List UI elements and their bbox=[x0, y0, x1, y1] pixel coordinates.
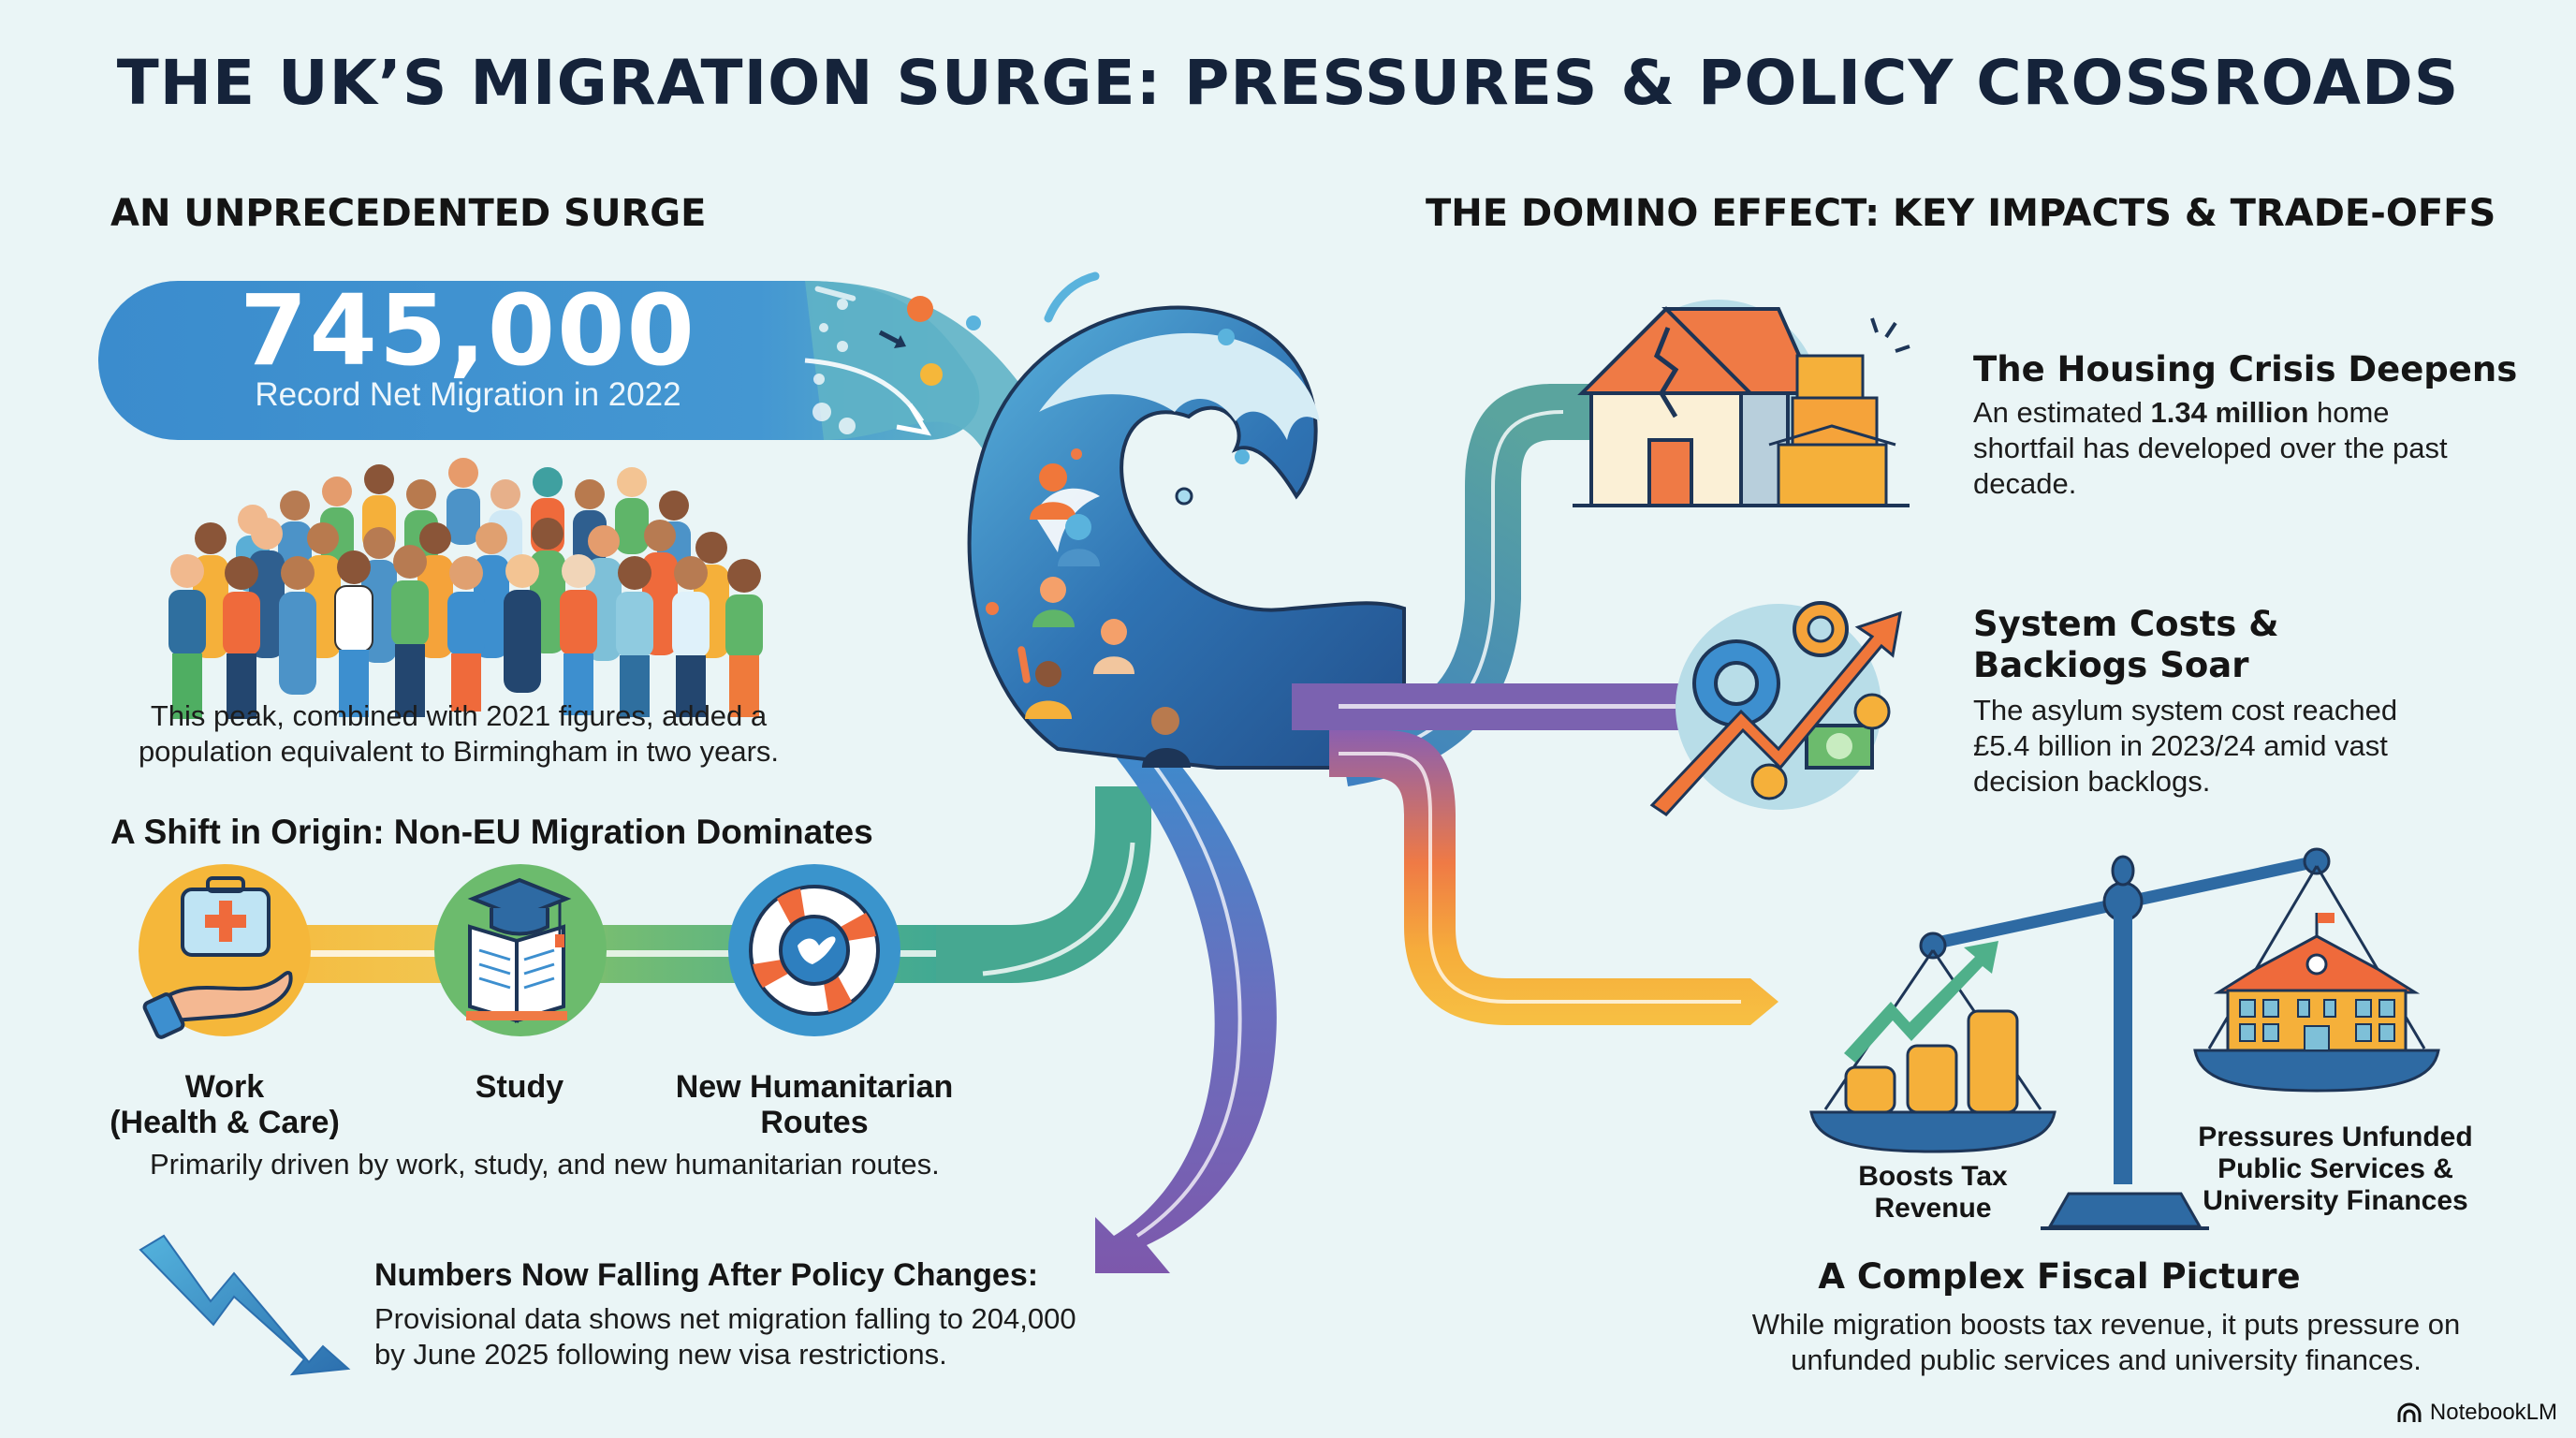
hero-caption: Record Net Migration in 2022 bbox=[255, 376, 681, 413]
route-label-line: Study bbox=[475, 1069, 564, 1105]
route-label-line: New Humanitarian bbox=[675, 1069, 954, 1105]
impact-costs-text: The asylum system cost reached £5.4 bill… bbox=[1973, 694, 2398, 798]
motion-dots bbox=[812, 286, 856, 434]
brand-watermark: NotebookLM bbox=[2396, 1400, 2557, 1426]
falling-text: Provisional data shows net migration fal… bbox=[374, 1302, 1076, 1371]
route-label-study: Study bbox=[412, 1069, 627, 1105]
flow-to-housing bbox=[1339, 384, 1610, 786]
highlight-figure: 1.34 million bbox=[2150, 396, 2309, 429]
balance-scale-icon bbox=[1809, 847, 2440, 1230]
scale-right-label: Pressures Unfunded Public Services & Uni… bbox=[2181, 1122, 2490, 1217]
section-heading-domino: THE DOMINO EFFECT: KEY IMPACTS & TRADE-O… bbox=[1426, 192, 2496, 235]
origin-heading: A Shift in Origin: Non-EU Migration Domi… bbox=[110, 813, 873, 851]
route-label-line: (Health & Care) bbox=[110, 1105, 340, 1140]
title-line: System Costs & bbox=[1973, 604, 2279, 644]
humanitarian-icon bbox=[728, 864, 900, 1036]
label-line: Public Services & bbox=[2217, 1153, 2453, 1184]
route-label-work: Work (Health & Care) bbox=[94, 1069, 356, 1140]
route-label-humanitarian: New Humanitarian Routes bbox=[646, 1069, 983, 1140]
route-label-line: Work bbox=[184, 1069, 265, 1105]
page-title: THE UK’S MIGRATION SURGE: PRESSURES & PO… bbox=[116, 47, 2460, 119]
impact-housing-text: An estimated 1.34 million home shortfail… bbox=[1973, 395, 2497, 502]
brand-name: NotebookLM bbox=[2429, 1400, 2557, 1425]
label-line: University Finances bbox=[2203, 1185, 2468, 1216]
hero-number: 745,000 bbox=[240, 273, 696, 388]
migration-wave-illustration bbox=[966, 271, 1406, 770]
impact-costs-title: System Costs & Backiogs Soar bbox=[1973, 604, 2278, 686]
label-line: Revenue bbox=[1874, 1193, 1992, 1224]
route-label-line: Routes bbox=[760, 1105, 869, 1140]
title-line: Backiogs Soar bbox=[1973, 645, 2249, 685]
flow-to-falling bbox=[1095, 730, 1277, 1273]
flow-to-fiscal bbox=[1329, 730, 1778, 1025]
flow-to-costs bbox=[1292, 683, 1685, 730]
text-part: home shortfail has developed over the pa… bbox=[1973, 396, 2448, 500]
gears-rising-cost-icon bbox=[1649, 601, 1902, 816]
origin-caption: Primarily driven by work, study, and new… bbox=[150, 1148, 940, 1181]
scale-left-label: Boosts Tax Revenue bbox=[1816, 1161, 2050, 1225]
text-part: An estimated bbox=[1973, 396, 2151, 429]
crowd-caption: This peak, combined with 2021 figures, a… bbox=[138, 699, 780, 768]
notebooklm-logo-icon bbox=[2397, 1402, 2422, 1422]
cracked-house-boxes-icon bbox=[1573, 300, 1910, 507]
falling-trend-arrow-icon bbox=[139, 1234, 351, 1376]
label-line: Pressures Unfunded bbox=[2198, 1122, 2473, 1152]
crowd-illustration bbox=[168, 458, 763, 719]
fiscal-heading: A Complex Fiscal Picture bbox=[1818, 1256, 2301, 1297]
section-heading-surge: AN UNPRECEDENTED SURGE bbox=[110, 192, 707, 235]
falling-heading: Numbers Now Falling After Policy Changes… bbox=[374, 1257, 1039, 1293]
fiscal-text: While migration boosts tax revenue, it p… bbox=[1751, 1308, 2461, 1376]
study-icon bbox=[434, 864, 607, 1036]
hero-banner bbox=[98, 281, 1039, 449]
label-line: Boosts Tax bbox=[1858, 1161, 2008, 1192]
impact-housing-title: The Housing Crisis Deepens bbox=[1973, 349, 2518, 389]
work-icon bbox=[139, 864, 311, 1039]
